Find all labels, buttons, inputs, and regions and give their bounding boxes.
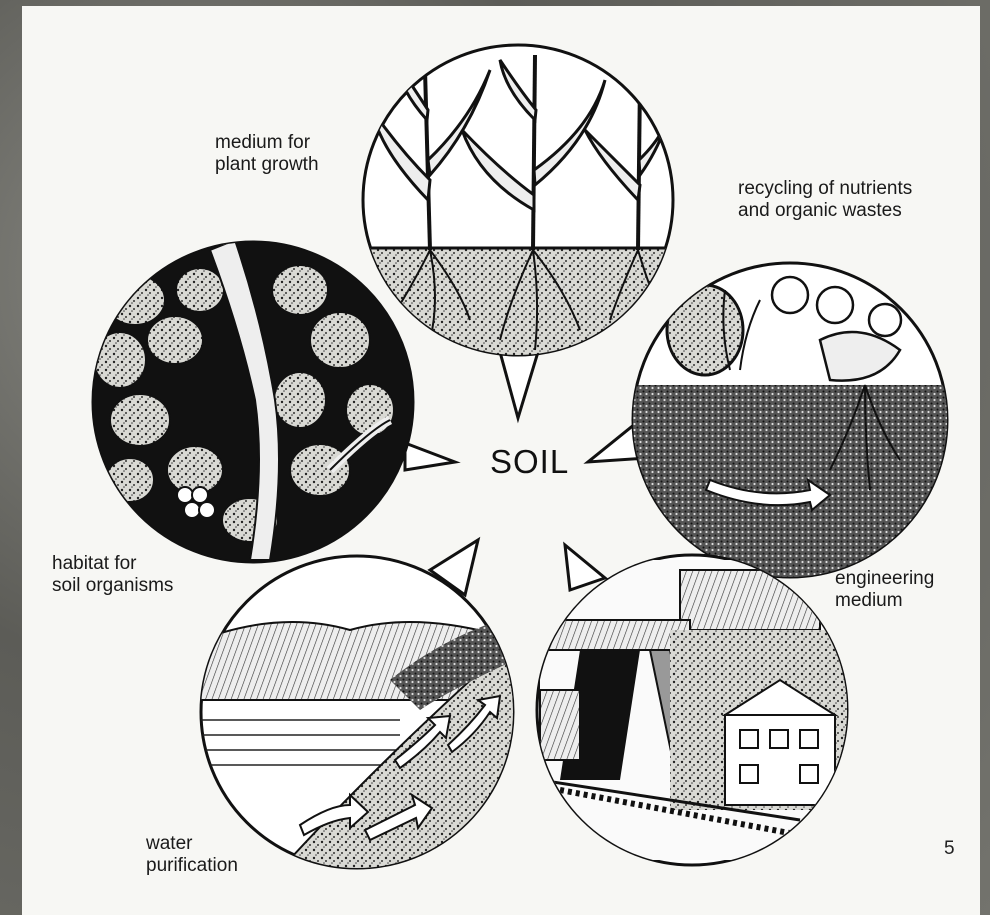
center-label: SOIL xyxy=(490,443,569,481)
plant-growth-label: medium for plant growth xyxy=(215,132,319,176)
page-number: 5 xyxy=(944,838,955,860)
recycling-label: recycling of nutrients and organic waste… xyxy=(738,178,912,222)
engineering-circle xyxy=(537,545,850,865)
water-purification-label: water purification xyxy=(146,833,238,877)
engineering-label: engineering medium xyxy=(835,568,934,612)
recycling-circle xyxy=(588,263,950,585)
water-purification-circle xyxy=(200,540,515,870)
habitat-label: habitat for soil organisms xyxy=(52,553,173,597)
